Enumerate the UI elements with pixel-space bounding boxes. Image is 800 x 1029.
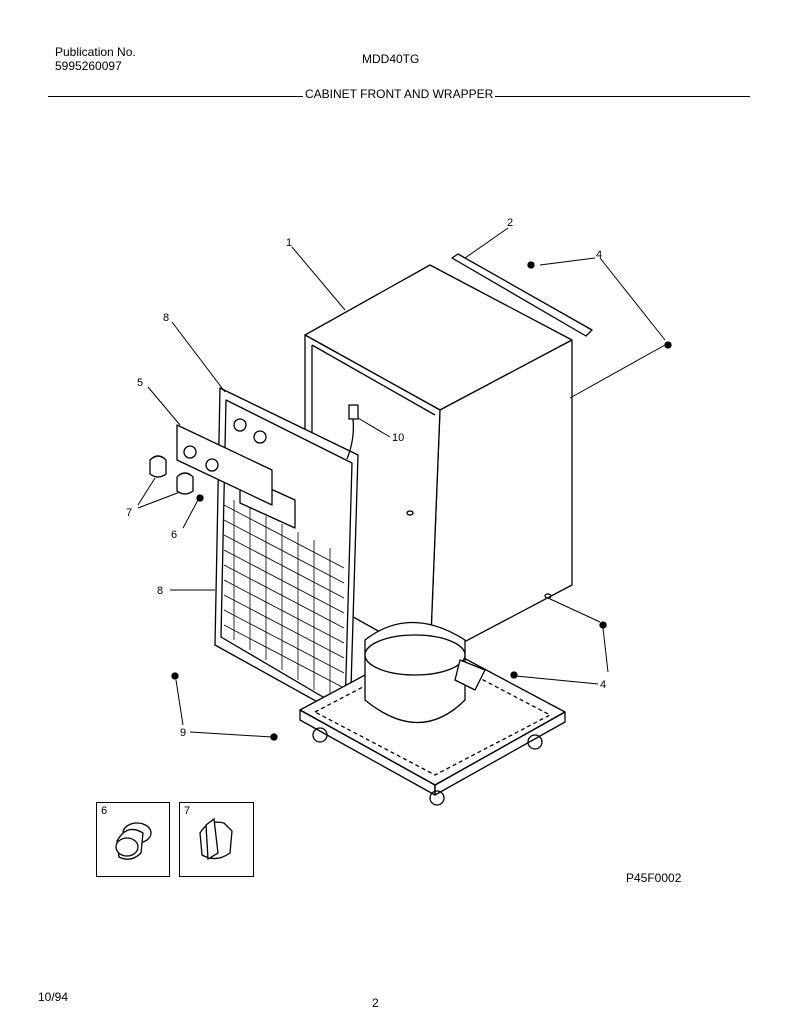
knob-7-icon (199, 817, 233, 861)
footer-date: 10/94 (38, 990, 69, 1004)
grille (223, 500, 345, 700)
callout-10: 10 (392, 432, 404, 444)
top-strip (451, 253, 593, 337)
callout-6: 6 (171, 529, 177, 541)
callout-8-top: 8 (163, 312, 169, 324)
wire-harness (346, 404, 359, 460)
publication-label: Publication No. (55, 45, 136, 59)
page-number: 2 (372, 996, 379, 1010)
screws (171, 261, 672, 741)
cabinet-wrapper (304, 264, 573, 661)
publication-number: 5995260097 (55, 59, 122, 73)
callout-5: 5 (137, 377, 143, 389)
knobs (149, 455, 194, 495)
callout-8-lower: 8 (157, 585, 163, 597)
callout-4-top: 4 (596, 249, 602, 261)
inset-part-6: 6 (96, 802, 170, 877)
callout-1: 1 (286, 237, 292, 249)
callout-7: 7 (126, 507, 132, 519)
callout-4-bottom: 4 (600, 679, 606, 691)
inset-6-number: 6 (101, 805, 108, 817)
knob-6-icon (115, 822, 152, 860)
inset-part-7: 7 (179, 802, 254, 877)
leader-lines (137, 227, 666, 738)
compressor (364, 621, 486, 724)
control-panel (176, 424, 273, 506)
callout-labels: 1 2 4 4 5 6 7 8 8 9 10 (126, 217, 606, 739)
callout-9: 9 (180, 727, 186, 739)
model-number: MDD40TG (362, 52, 420, 66)
figure-code: P45F0002 (626, 871, 682, 885)
section-title: CABINET FRONT AND WRAPPER (303, 87, 496, 101)
inset-7-number: 7 (184, 805, 191, 817)
callout-2: 2 (507, 217, 513, 229)
